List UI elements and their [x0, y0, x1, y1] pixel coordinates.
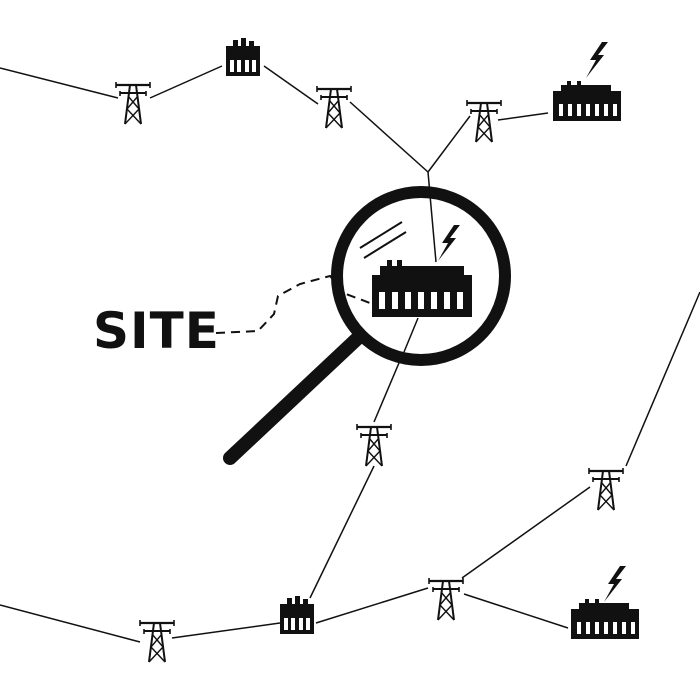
transmission-tower-icon — [138, 618, 176, 664]
power-line — [403, 317, 419, 353]
power-line — [349, 101, 429, 173]
power-line — [263, 65, 319, 105]
site-label: SITE — [93, 302, 220, 360]
power-line — [497, 112, 549, 121]
power-line — [0, 67, 119, 99]
power-line — [149, 65, 223, 99]
power-plant-icon — [553, 81, 621, 121]
transmission-tower-icon — [355, 422, 393, 468]
power-line — [463, 593, 569, 629]
transmission-tower-icon — [427, 576, 465, 622]
lens-glare — [363, 231, 407, 259]
power-plant-icon — [571, 599, 639, 639]
small-power-plant-icon — [280, 596, 314, 634]
transmission-tower-icon — [114, 80, 152, 126]
power-line — [315, 587, 429, 624]
magnifying-glass-icon — [223, 186, 511, 465]
transmission-tower-icon — [587, 466, 625, 512]
power-line — [171, 622, 281, 639]
site-leader-line — [215, 274, 371, 334]
lightning-bolt-icon — [604, 566, 626, 602]
power-line — [625, 291, 700, 467]
lightning-bolt-icon — [586, 42, 608, 78]
power-line — [309, 465, 375, 599]
power-line — [0, 604, 141, 643]
transmission-tower-icon — [465, 98, 503, 144]
lens-glare — [359, 221, 403, 249]
power-line — [429, 194, 437, 263]
transmission-towers — [114, 80, 625, 664]
power-line — [427, 115, 471, 173]
transmission-tower-icon — [315, 84, 353, 130]
magnifier-handle — [223, 329, 367, 465]
power-lines — [0, 65, 700, 643]
magnified-power-plant-icon — [372, 260, 472, 317]
small-power-plant-icon — [226, 38, 260, 76]
power-line — [461, 486, 591, 579]
